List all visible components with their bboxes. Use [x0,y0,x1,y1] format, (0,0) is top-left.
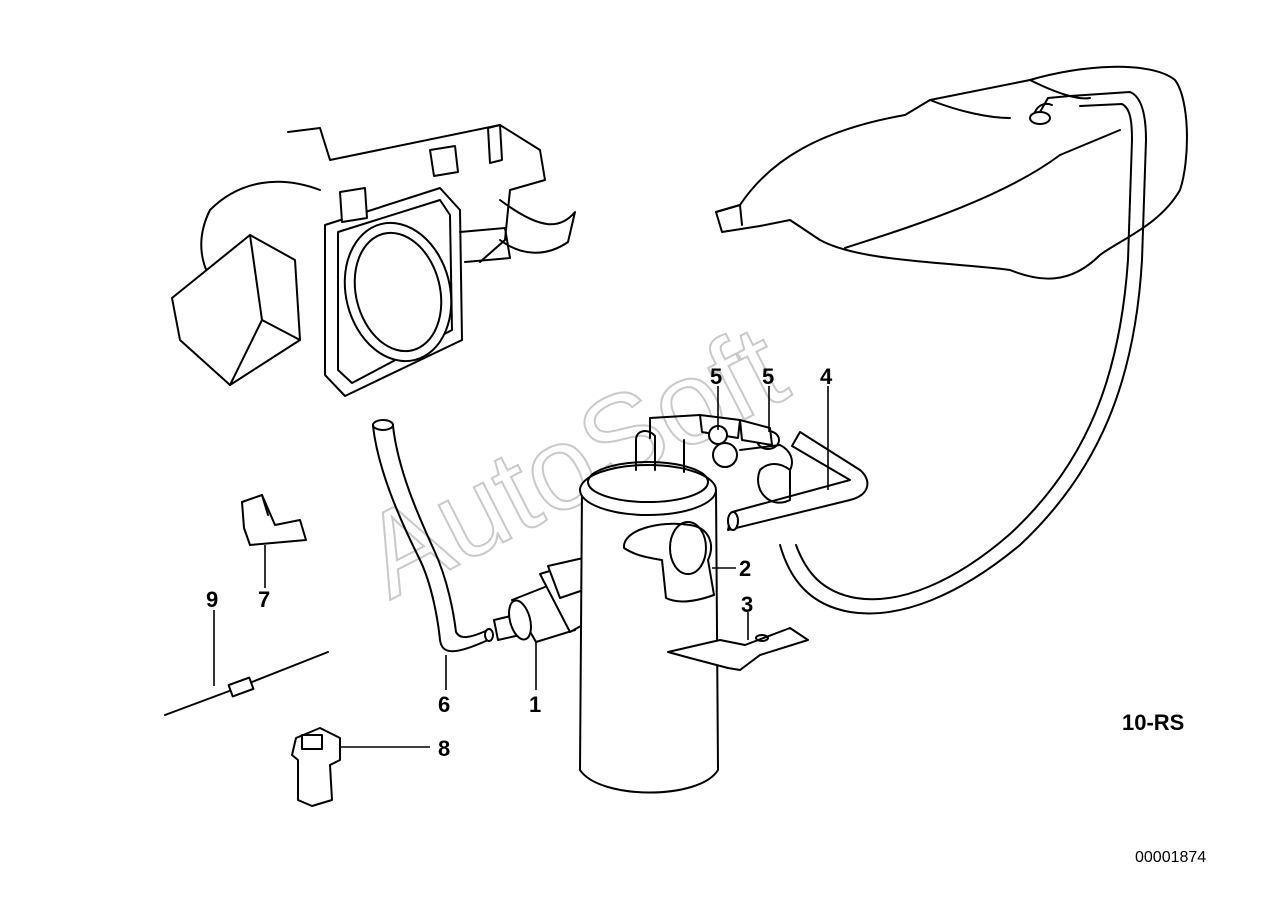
part-8-connector [291,727,341,807]
part-9-wire [164,651,329,716]
drawing-number: 00001874 [1135,849,1206,866]
callout-5a: 5 [710,364,722,389]
callout-1: 1 [529,692,541,717]
callout-9: 9 [206,587,218,612]
part-3-bracket [667,627,809,671]
part-5-clamps [699,414,793,471]
callout-2: 2 [739,556,751,581]
callout-6: 6 [438,692,450,717]
part-4-pipe [727,431,869,531]
callout-4: 4 [820,364,833,389]
callouts: 1 2 3 4 5 5 6 7 8 9 [206,364,833,761]
callout-3: 3 [741,592,753,617]
part-6-hose [372,419,494,653]
callout-8: 8 [438,736,450,761]
part-2-mount [623,521,715,603]
callout-5b: 5 [762,364,774,389]
carbon-canister [579,414,719,794]
fuel-tank-drawing [715,65,1188,280]
throttle-body-drawing [171,124,576,397]
group-code: 10-RS [1122,710,1184,735]
part-7-clip [241,494,307,546]
callout-7: 7 [258,587,270,612]
vent-hose-long [779,91,1147,615]
leader-lines [213,386,829,748]
